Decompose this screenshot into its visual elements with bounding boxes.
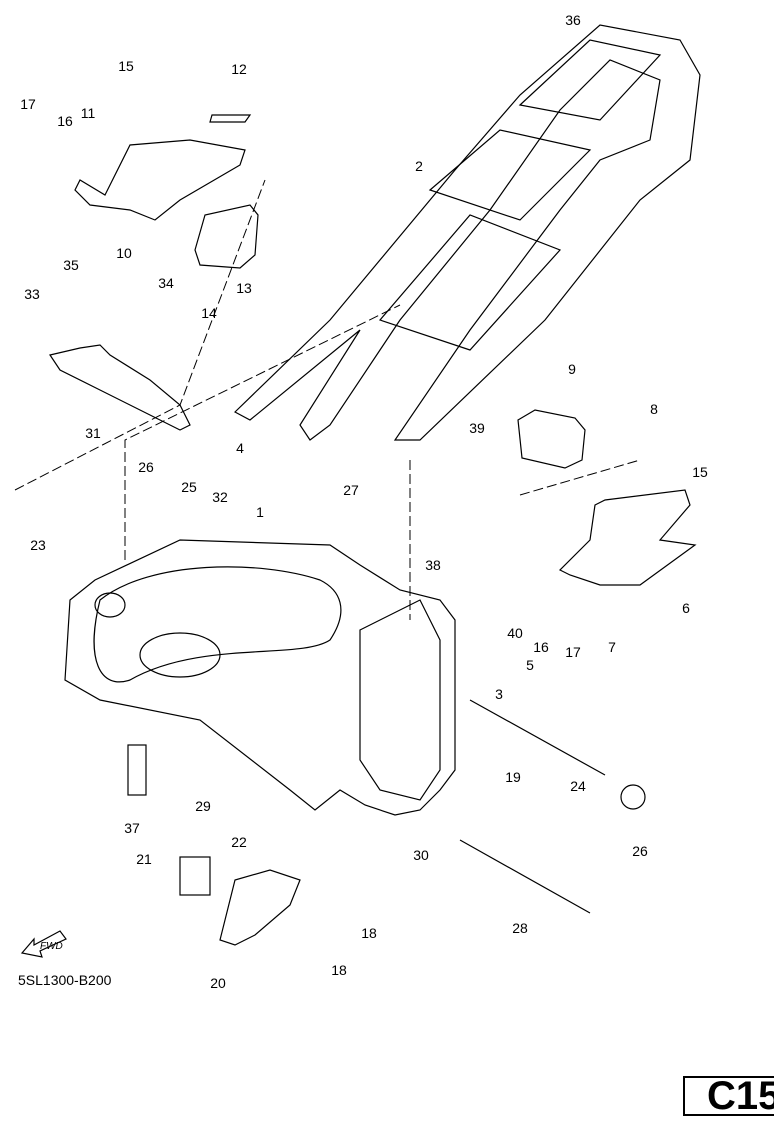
part-label: 1: [256, 504, 264, 520]
part-label: 35: [63, 257, 79, 273]
part-label: 4: [236, 440, 244, 456]
part-label: 14: [201, 305, 217, 321]
part-label: 15: [118, 58, 134, 74]
rear-subframe: [233, 24, 701, 441]
engine-mount-20: [219, 869, 301, 946]
part-label: 16: [533, 639, 549, 655]
block-37: [127, 744, 147, 796]
fwd-arrow-icon: FWD: [20, 925, 70, 965]
part-label: 5: [526, 657, 534, 673]
part-label: 28: [512, 920, 528, 936]
part-label: 34: [158, 275, 174, 291]
fairing-bracket: [74, 114, 259, 269]
part-label: 17: [20, 96, 36, 112]
page-reference: C15: [683, 1074, 774, 1118]
part-label: 17: [565, 644, 581, 660]
part-label: 2: [415, 158, 423, 174]
part-label: 38: [425, 557, 441, 573]
part-label: 26: [138, 459, 154, 475]
part-label: 6: [682, 600, 690, 616]
sticker-12: [209, 114, 252, 123]
main-frame: [64, 539, 456, 816]
pad-9: [517, 409, 586, 469]
part-label: 12: [231, 61, 247, 77]
part-label: 32: [212, 489, 228, 505]
page-reference-text: C15: [707, 1074, 774, 1118]
part-label: 22: [231, 834, 247, 850]
cap-26: [620, 784, 646, 810]
part-label: 19: [505, 769, 521, 785]
drawing-code: 5SL1300-B200: [18, 972, 112, 988]
part-label: 18: [331, 962, 347, 978]
part-label: 8: [650, 401, 658, 417]
part-label: 20: [210, 975, 226, 991]
part-label: 23: [30, 537, 46, 553]
bracket-31: [49, 344, 191, 431]
part-label: 16: [57, 113, 73, 129]
part-label: 36: [565, 12, 581, 28]
part-label: 39: [469, 420, 485, 436]
part-label: 33: [24, 286, 40, 302]
part-label: 11: [80, 105, 96, 121]
part-label: 27: [343, 482, 359, 498]
part-label: 31: [85, 425, 101, 441]
side-cover-6: [558, 489, 697, 586]
part-label: 25: [181, 479, 197, 495]
block-21: [179, 856, 211, 896]
bolt-28: [459, 839, 591, 914]
part-label: 40: [507, 625, 523, 641]
part-label: 10: [116, 245, 132, 261]
pad-13: [194, 204, 259, 269]
part-label: 3: [495, 686, 503, 702]
part-label: 15: [692, 464, 708, 480]
part-label: 24: [570, 778, 586, 794]
guide-lines: [14, 179, 641, 620]
svg-text:FWD: FWD: [40, 941, 63, 952]
part-label: 26: [632, 843, 648, 859]
bolt-24: [469, 699, 606, 776]
part-label: 30: [413, 847, 429, 863]
part-label: 29: [195, 798, 211, 814]
part-label: 9: [568, 361, 576, 377]
part-label: 21: [136, 851, 152, 867]
part-label: 18: [361, 925, 377, 941]
part-label: 37: [124, 820, 140, 836]
part-label: 7: [608, 639, 616, 655]
part-label: 13: [236, 280, 252, 296]
